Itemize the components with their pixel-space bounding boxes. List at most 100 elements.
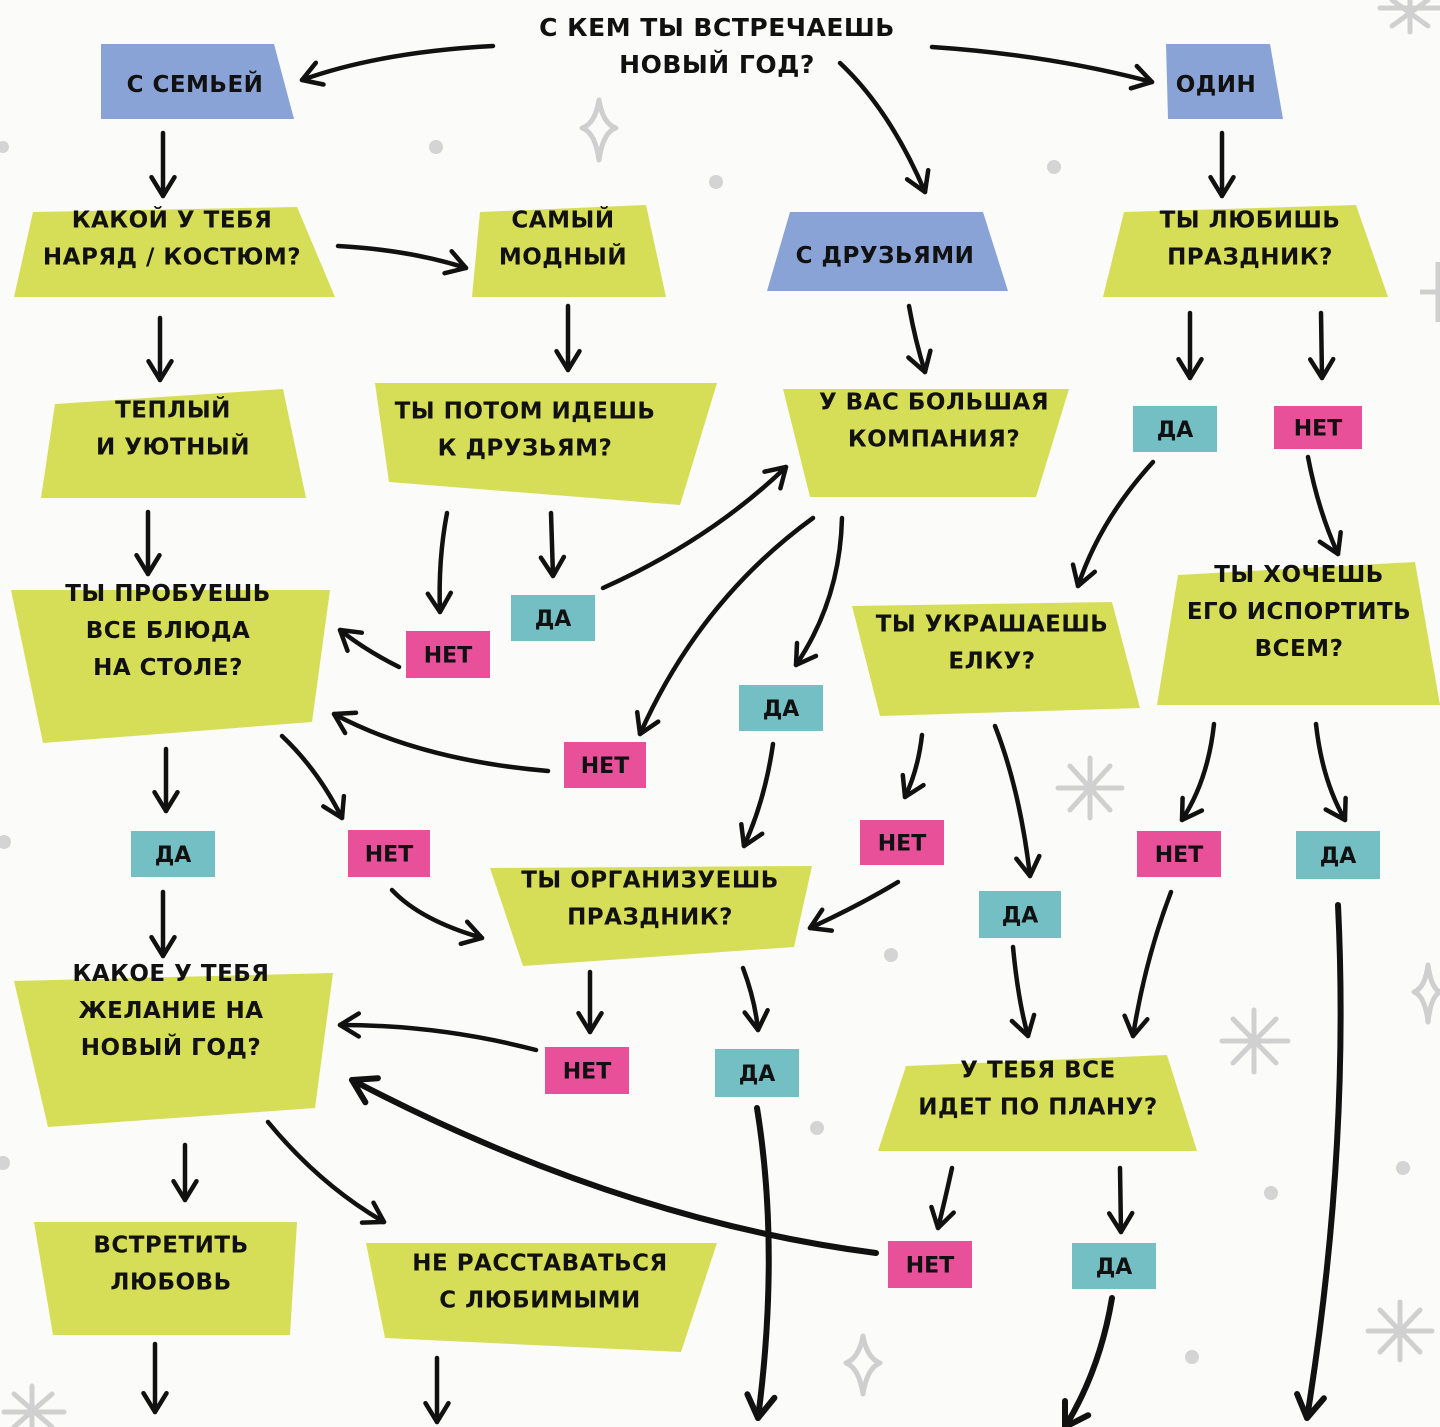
answer-no-go-friends-tag [406,631,490,678]
decor-dot [1264,1186,1278,1200]
arrow-yes-love-to-tree [1070,459,1156,589]
node-big-company-shape [783,389,1069,497]
node-alone-shape [1166,44,1283,119]
arrow-tree-to-no-line [902,732,925,800]
answer-yes-organize-tag [715,1049,799,1097]
arrow-tree-to-yes-line [992,723,1033,879]
chart-title-line-2: НОВЫЙ ГОД? [619,50,815,79]
arrow-org-to-yes-line [740,965,761,1033]
node-most-fashionable-label: САМЫЙ [511,206,614,234]
node-want-to-spoil-label: ВСЕМ? [1255,636,1344,662]
arrow-title-to-family-head [299,60,326,87]
arrow-title-to-friends-head [904,167,931,195]
node-meet-love-label: ВСТРЕТИТЬ [93,1233,248,1259]
arrow-family-to-outfit [149,130,177,199]
arrow-stayloved-down-head [423,1400,451,1425]
arrow-gofriends-to-yes-head [538,554,567,579]
answer-no-dishes-label: НЕТ [365,843,413,868]
node-big-company-label: КОМПАНИЯ? [848,427,1020,453]
arrow-title-to-alone-head [1128,63,1155,91]
answer-yes-plan-label: ДА [1096,1255,1133,1280]
answer-yes-organize-label: ДА [739,1062,776,1087]
arrow-no-to-dishes-head [337,627,365,653]
arrow-yes-tree-to-plan [1009,944,1037,1039]
arrow-no-love-to-spoil-line [1305,454,1341,557]
answer-no-love-holiday: НЕТ [1274,406,1362,449]
decor-dot [884,948,898,962]
flowchart-arrows [134,43,1348,1427]
node-meet-love-shape [34,1222,297,1335]
node-new-year-wish-label: КАКОЕ У ТЕБЯ [72,961,269,987]
arrow-spoil-to-no-head [1179,795,1205,823]
arrow-no-org-to-wish-head [337,1011,362,1039]
answer-yes-tree: ДА [979,891,1061,938]
answer-no-spoil-label: НЕТ [1155,843,1203,868]
node-try-all-dishes-label: НА СТОЛЕ? [93,655,243,681]
arrow-no-love-to-spoil-head [1317,529,1343,557]
arrow-plan-to-no-line [935,1165,955,1231]
answer-no-plan-label: НЕТ [906,1254,954,1279]
answer-no-organize: НЕТ [545,1047,629,1094]
arrow-yes-org-to-bottom [744,1105,778,1421]
decor-dot [1185,1350,1199,1364]
node-organize-holiday-label: ПРАЗДНИК? [567,905,733,931]
node-decorate-tree-shape [852,602,1140,716]
node-outfit-question-shape [14,207,335,297]
arrow-company-to-no [634,515,816,737]
arrow-friends-to-company-head [906,348,933,375]
answer-yes-go-friends: ДА [511,595,595,641]
arrow-outfit-to-warm-head [146,358,174,383]
node-want-to-spoil-shape [1157,562,1440,705]
answer-no-organize-tag [545,1047,629,1094]
arrow-no-to-dishes-line [337,627,402,670]
node-love-holiday-label: ПРАЗДНИК? [1167,245,1333,271]
node-warm-cozy-shape [41,389,306,498]
decor-dot [429,140,443,154]
arrow-wish-to-meetlove [171,1142,199,1203]
answer-no-organize-label: НЕТ [563,1060,611,1085]
answer-yes-spoil-tag [1296,831,1380,879]
arrow-no-love-to-spoil [1305,454,1343,557]
node-try-all-dishes-label: ВСЕ БЛЮДА [86,618,251,644]
arrow-love-to-no [1307,310,1336,381]
arrow-yes-company-to-org [739,741,776,849]
answer-no-tree-tag [860,820,944,865]
arrow-fashion-to-gofriends-head [554,348,582,373]
arrow-no-plan-to-wish-line [349,1077,879,1256]
arrow-plan-to-no [929,1165,956,1231]
arrow-outfit-to-warm [146,315,174,383]
arrow-tree-to-yes [992,723,1042,879]
arrow-yes-to-company-line [600,464,789,591]
arrow-gofriends-to-yes-line [548,510,556,579]
answer-yes-spoil: ДА [1296,831,1380,879]
arrow-no-to-dishes [337,627,402,670]
node-alone: ОДИН [1166,44,1283,119]
arrow-tree-to-no [900,732,926,800]
decor-dot [810,1121,824,1135]
node-organize-holiday-label: ТЫ ОРГАНИЗУЕШЬ [521,868,779,894]
arrow-no-tree-to-org [807,879,901,933]
node-with-family: С СЕМЬЕЙ [101,44,294,119]
arrow-yes-company-to-org-line [741,741,776,849]
answer-no-dishes: НЕТ [348,830,430,877]
arrow-yes-tree-to-plan-line [1010,944,1031,1039]
arrow-plan-to-yes [1106,1165,1135,1235]
arrow-company-to-no-head [634,709,661,737]
node-meet-love-label: ЛЮБОВЬ [110,1270,231,1296]
arrow-title-to-family [299,43,496,87]
arrow-yes-org-to-bottom-line [754,1105,772,1421]
arrow-no-company-to-dishes [331,710,551,774]
node-going-to-plan-shape [878,1055,1197,1151]
decor-asterisk [1365,1299,1435,1363]
arrow-plan-to-yes-line [1117,1165,1124,1235]
arrow-spoil-to-no-line [1179,721,1217,823]
arrow-yes-plan-to-bottom [1062,1295,1115,1427]
answer-no-tree-label: НЕТ [878,832,926,857]
arrow-no-spoil-to-plan-head [1122,1013,1150,1039]
arrow-no-spoil-to-plan-line [1130,889,1174,1039]
